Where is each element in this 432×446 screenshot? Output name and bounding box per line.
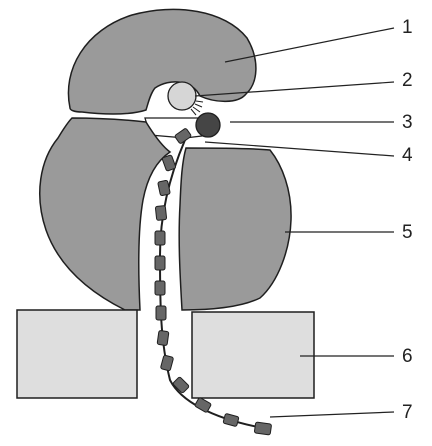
leader-4 xyxy=(204,141,395,157)
chain-segment xyxy=(157,179,171,197)
callout-label-2: 2 xyxy=(402,70,413,91)
leader-1 xyxy=(224,27,395,63)
callout-label-3: 3 xyxy=(402,112,413,133)
chain-segment xyxy=(172,376,190,394)
chain-segment xyxy=(194,397,212,413)
chain-segment xyxy=(254,421,272,436)
lower-left-subunit xyxy=(39,117,172,311)
callout-label-4: 4 xyxy=(402,145,413,166)
chain-segment xyxy=(161,154,177,172)
left-block xyxy=(16,309,138,399)
chain-segment xyxy=(154,280,166,296)
upper-cap-subunit xyxy=(67,8,257,115)
dark-sphere xyxy=(195,112,221,138)
chain-segment xyxy=(155,305,167,321)
callout-label-1: 1 xyxy=(402,17,413,38)
sphere-dash-lines xyxy=(190,100,204,116)
chain-segment xyxy=(160,354,174,372)
callout-leaders xyxy=(194,27,395,418)
right-block xyxy=(191,311,315,399)
light-sphere xyxy=(167,81,197,111)
chain-segment xyxy=(154,230,166,246)
chain-segment xyxy=(156,330,170,346)
chain-segment xyxy=(174,128,192,144)
callout-label-6: 6 xyxy=(402,346,413,367)
leader-7 xyxy=(269,411,395,418)
leader-2 xyxy=(194,81,395,97)
lower-right-subunit xyxy=(178,147,292,311)
chain-segments xyxy=(154,128,272,436)
callout-label-5: 5 xyxy=(402,222,413,243)
chain-segment xyxy=(222,413,240,427)
chain-segment xyxy=(154,255,166,271)
callout-label-7: 7 xyxy=(402,402,413,423)
chain-segment xyxy=(154,205,168,221)
